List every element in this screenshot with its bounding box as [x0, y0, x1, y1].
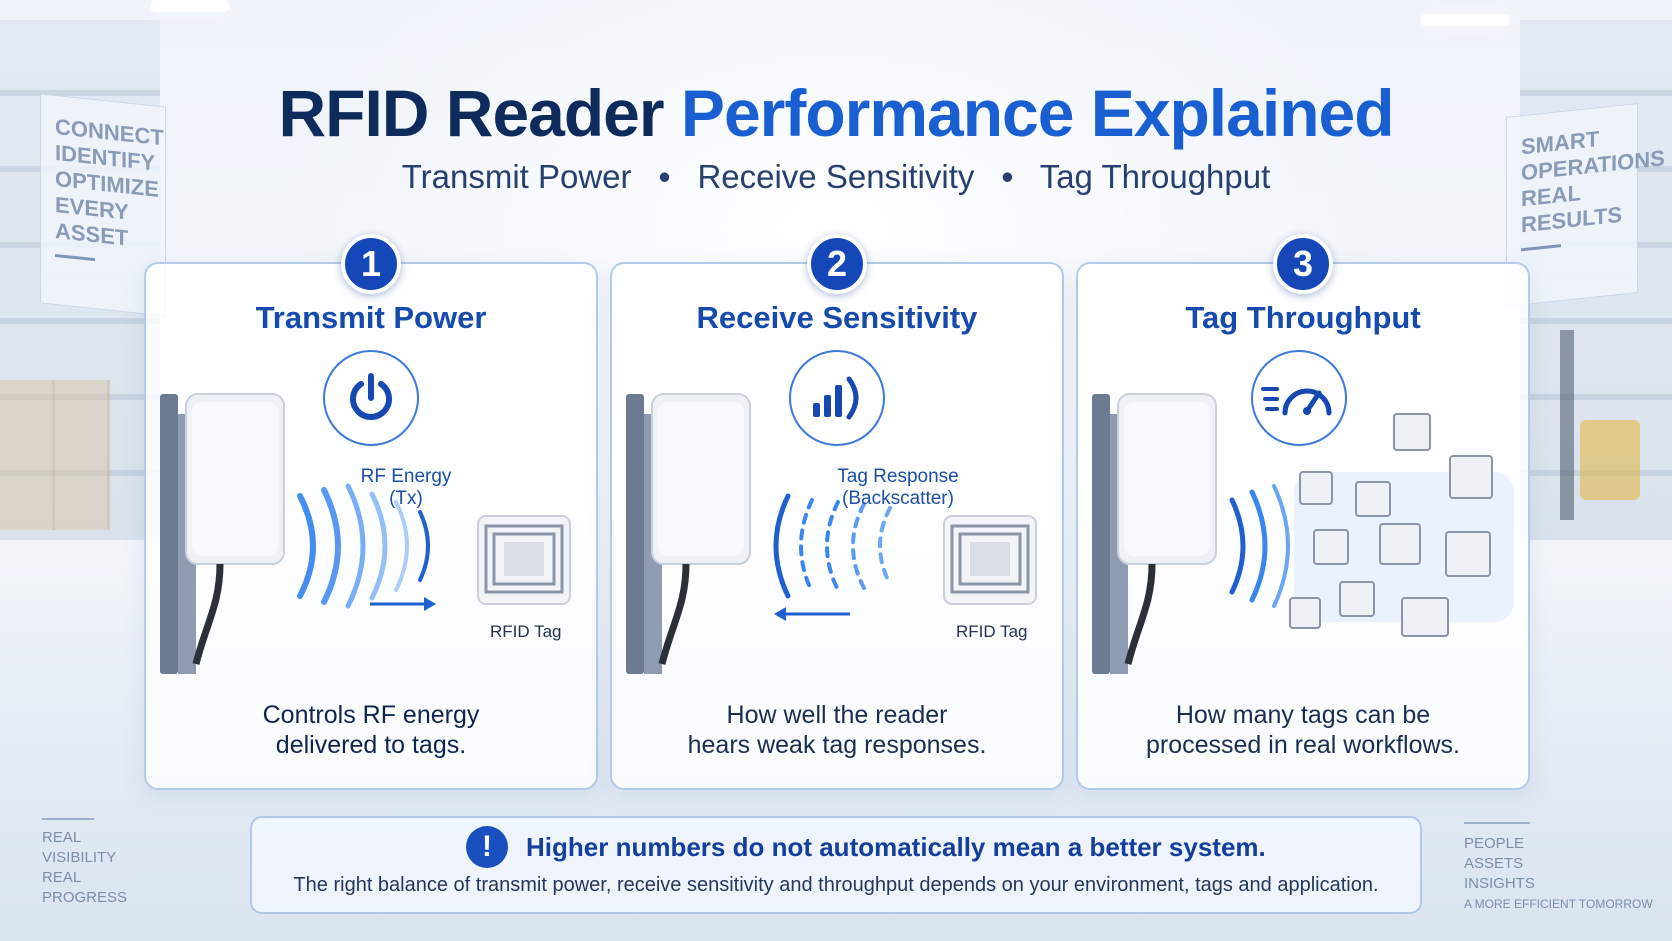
corner-left-line: Progress — [42, 889, 128, 906]
card-description-line2: delivered to tags. — [275, 731, 467, 759]
throughput-waves — [1229, 484, 1290, 608]
forklift — [1560, 330, 1650, 520]
sign-underline — [1521, 244, 1561, 252]
corner-divider — [42, 818, 94, 820]
card-tag-throughput: 3 Tag Throughput — [1076, 234, 1530, 790]
sign-underline — [55, 253, 95, 262]
tag-response-label: Tag Response (Backscatter) — [808, 466, 988, 510]
subtitle-item: Transmit Power — [401, 158, 632, 195]
ceiling-light — [1420, 14, 1510, 26]
card-receive-sensitivity: 2 Receive Sensitivity Tag Response (Back… — [610, 234, 1064, 790]
corner-right-line: People — [1464, 835, 1525, 852]
card-description: Controls RF energy delivered to tags. — [146, 700, 596, 760]
subtitle-separator: • — [658, 158, 671, 195]
tag-response-label-line1: Tag Response — [837, 466, 959, 487]
rf-energy-label-line1: RF Energy — [360, 466, 452, 487]
tag-response-label-line2: (Backscatter) — [842, 488, 954, 509]
page-title: RFID Reader Performance Explained — [0, 75, 1672, 151]
corner-text-left: Real Visibility Real Progress — [42, 828, 127, 908]
subtitle-separator: • — [1001, 158, 1014, 195]
tag-cloud-illustration — [1289, 413, 1514, 637]
card-description-line2: hears weak tag responses. — [687, 731, 987, 759]
card-description-line1: Controls RF energy — [262, 701, 480, 729]
box-stack-left — [0, 380, 110, 530]
step-number-badge: 1 — [341, 234, 401, 294]
backscatter-waves — [773, 493, 892, 599]
rfid-tag-icon — [477, 515, 571, 605]
rfid-reader-illustration — [1092, 393, 1217, 674]
card-title: Tag Throughput — [1185, 300, 1421, 335]
card-transmit-power: 1 Transmit Power RF Energy (Tx) RFID Tag — [144, 234, 598, 790]
arrow-right-icon — [370, 597, 436, 611]
forklift-body — [1580, 420, 1640, 500]
rfid-tag-label: RFID Tag — [956, 622, 1028, 641]
exclamation-icon: ! — [466, 826, 508, 868]
subtitle-item: Receive Sensitivity — [697, 158, 975, 195]
rfid-tag-icon — [943, 515, 1037, 605]
rf-energy-label: RF Energy (Tx) — [346, 466, 466, 510]
corner-right-line: Assets — [1464, 855, 1524, 872]
corner-divider — [1464, 822, 1530, 824]
step-number-badge: 3 — [1273, 234, 1333, 294]
title-part-accent: Performance Explained — [680, 76, 1395, 150]
forklift-mast — [1560, 330, 1574, 520]
card-title: Receive Sensitivity — [696, 300, 978, 335]
signal-bars-icon — [789, 350, 885, 446]
speedometer-icon — [1251, 350, 1347, 446]
card-description: How many tags can be processed in real w… — [1078, 700, 1528, 760]
rfid-reader-illustration — [626, 393, 751, 674]
callout-body: The right balance of transmit power, rec… — [293, 874, 1379, 896]
card-description-line1: How many tags can be — [1175, 701, 1431, 729]
card-description-line2: processed in real workflows. — [1145, 731, 1460, 759]
corner-left-line: Real — [42, 829, 82, 846]
step-number-badge: 2 — [807, 234, 867, 294]
page-subtitle: Transmit Power • Receive Sensitivity • T… — [0, 158, 1672, 196]
corner-left-line: Real — [42, 869, 82, 886]
ceiling-light — [150, 0, 230, 12]
rfid-reader-illustration — [160, 393, 285, 674]
corner-left-line: Visibility — [42, 849, 117, 866]
rfid-tag-label: RFID Tag — [490, 622, 562, 641]
rf-energy-label-line2: (Tx) — [389, 488, 423, 509]
card-title: Transmit Power — [255, 300, 487, 335]
corner-text-right: People Assets Insights A more efficient … — [1464, 834, 1653, 914]
corner-right-line: Insights — [1464, 875, 1535, 892]
card-description-line1: How well the reader — [726, 701, 948, 729]
title-part-dark: RFID Reader — [278, 76, 664, 150]
card-description: How well the reader hears weak tag respo… — [612, 700, 1062, 760]
corner-right-line: A more efficient tomorrow — [1464, 897, 1653, 911]
rf-energy-waves — [297, 483, 430, 609]
subtitle-item: Tag Throughput — [1039, 158, 1271, 195]
arrow-left-icon — [774, 607, 850, 621]
callout-box: ! Higher numbers do not automatically me… — [250, 816, 1422, 914]
power-icon — [323, 350, 419, 446]
sign-left-line: Every Asset — [55, 191, 129, 251]
callout-heading: Higher numbers do not automatically mean… — [526, 832, 1266, 862]
